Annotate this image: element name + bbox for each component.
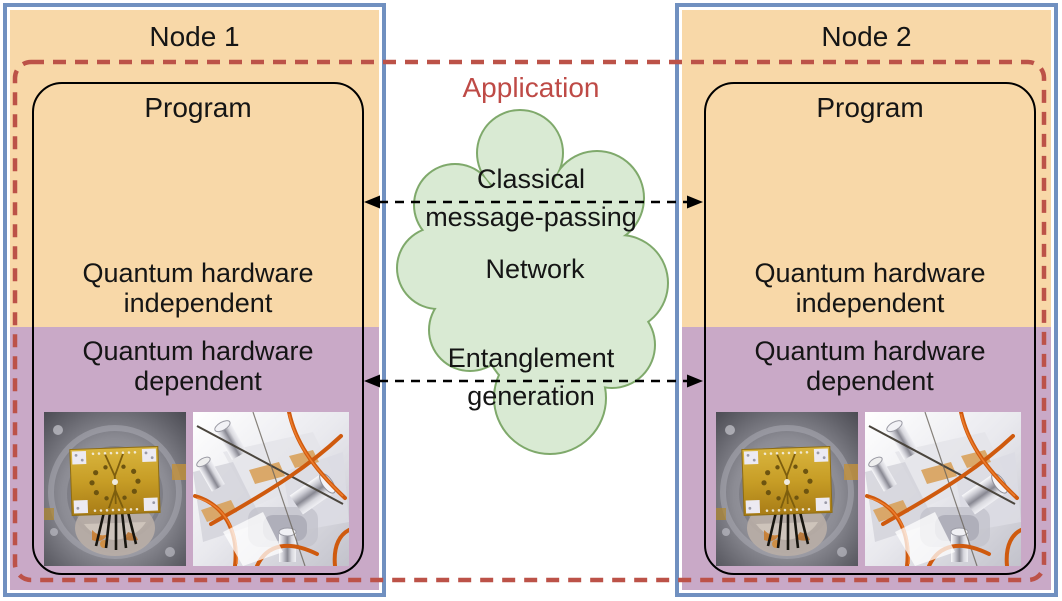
node2-title: Node 2 <box>821 21 912 52</box>
node2-program-box: Program Quantum hardware independent Qua… <box>704 82 1036 575</box>
node1-program-label: Program <box>144 92 252 123</box>
node1-program-box: Program Quantum hardware independent Qua… <box>32 82 364 575</box>
node2-hardware-independent-label: Quantum hardware independent <box>754 258 986 318</box>
cloud-classical-label: Classical message-passing <box>425 164 637 232</box>
node2-program-label: Program <box>816 92 924 123</box>
node1-hardware-dependent-label: Quantum hardware dependent <box>82 336 314 396</box>
entanglement-arrow <box>364 374 703 388</box>
cloud-network-label: Network <box>485 254 585 284</box>
cloud-entanglement-label: Entanglement generation <box>447 343 615 411</box>
node1-title: Node 1 <box>149 21 240 52</box>
node2-box: Node 2 Program Quantum hardware independ… <box>675 3 1058 597</box>
application-label: Application <box>462 72 600 103</box>
node2-hardware-dependent-label: Quantum hardware dependent <box>754 336 986 396</box>
application-boundary-dashed-rect <box>12 59 1047 583</box>
classical-message-arrow <box>364 195 703 209</box>
node1-box: Node 1 Program Quantum hardware independ… <box>3 3 386 597</box>
network-cloud <box>396 109 669 455</box>
node1-hardware-independent-label: Quantum hardware independent <box>82 258 314 318</box>
